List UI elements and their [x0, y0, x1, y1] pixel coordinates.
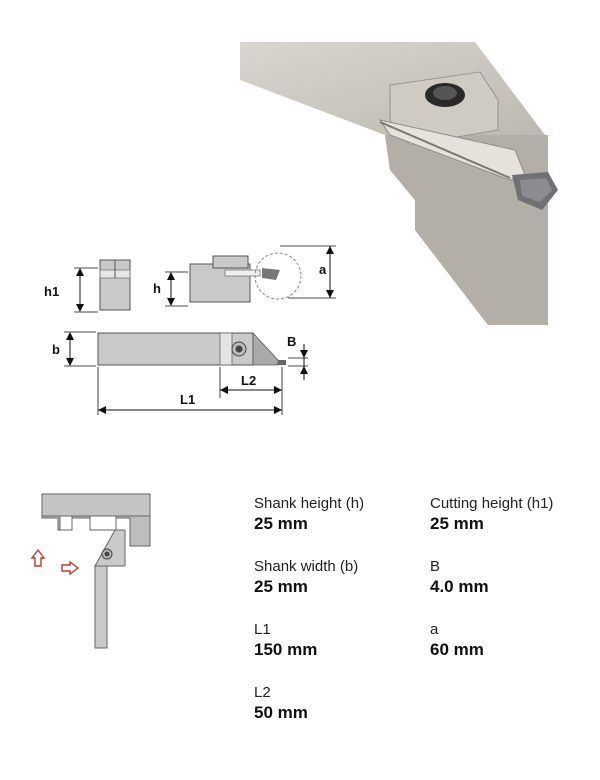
spec-a: a 60 mm: [430, 621, 484, 660]
spec-B: B 4.0 mm: [430, 558, 489, 597]
label-b: b: [52, 342, 60, 357]
spec-cutting-height: Cutting height (h1) 25 mm: [430, 495, 553, 534]
mounting-diagram: [30, 493, 151, 649]
spec-label: Shank width (b): [254, 558, 359, 575]
spec-value: 50 mm: [254, 703, 308, 722]
label-B: B: [287, 334, 296, 349]
spec-label: L1: [254, 621, 271, 638]
right-arrow-icon: [61, 560, 80, 576]
spec-value: 25 mm: [254, 577, 308, 596]
spec-value: 150 mm: [254, 640, 318, 659]
spec-label: Shank height (h): [254, 495, 365, 512]
spec-label: a: [430, 621, 439, 638]
tool-holder-photo: [240, 42, 558, 325]
label-h1: h1: [44, 284, 59, 299]
label-L2: L2: [241, 373, 256, 388]
spec-L1: L1 150 mm: [254, 621, 317, 660]
spec-value: 25 mm: [430, 514, 484, 533]
spec-value: 60 mm: [430, 640, 484, 659]
spec-shank-width: Shank width (b) 25 mm: [254, 558, 358, 597]
spec-label: L2: [254, 684, 271, 701]
label-a: a: [319, 262, 327, 277]
label-h: h: [153, 281, 161, 296]
spec-L2: L2 50 mm: [254, 684, 308, 723]
spec-value: 25 mm: [254, 514, 308, 533]
spec-label: B: [430, 558, 441, 575]
dimension-drawing: h1 h a b B L2 L1: [44, 245, 336, 415]
spec-value: 4.0 mm: [430, 577, 489, 596]
label-L1: L1: [180, 392, 195, 407]
spec-label: Cutting height (h1): [430, 495, 554, 512]
up-arrow-icon: [30, 548, 46, 567]
spec-shank-height: Shank height (h) 25 mm: [254, 495, 364, 534]
